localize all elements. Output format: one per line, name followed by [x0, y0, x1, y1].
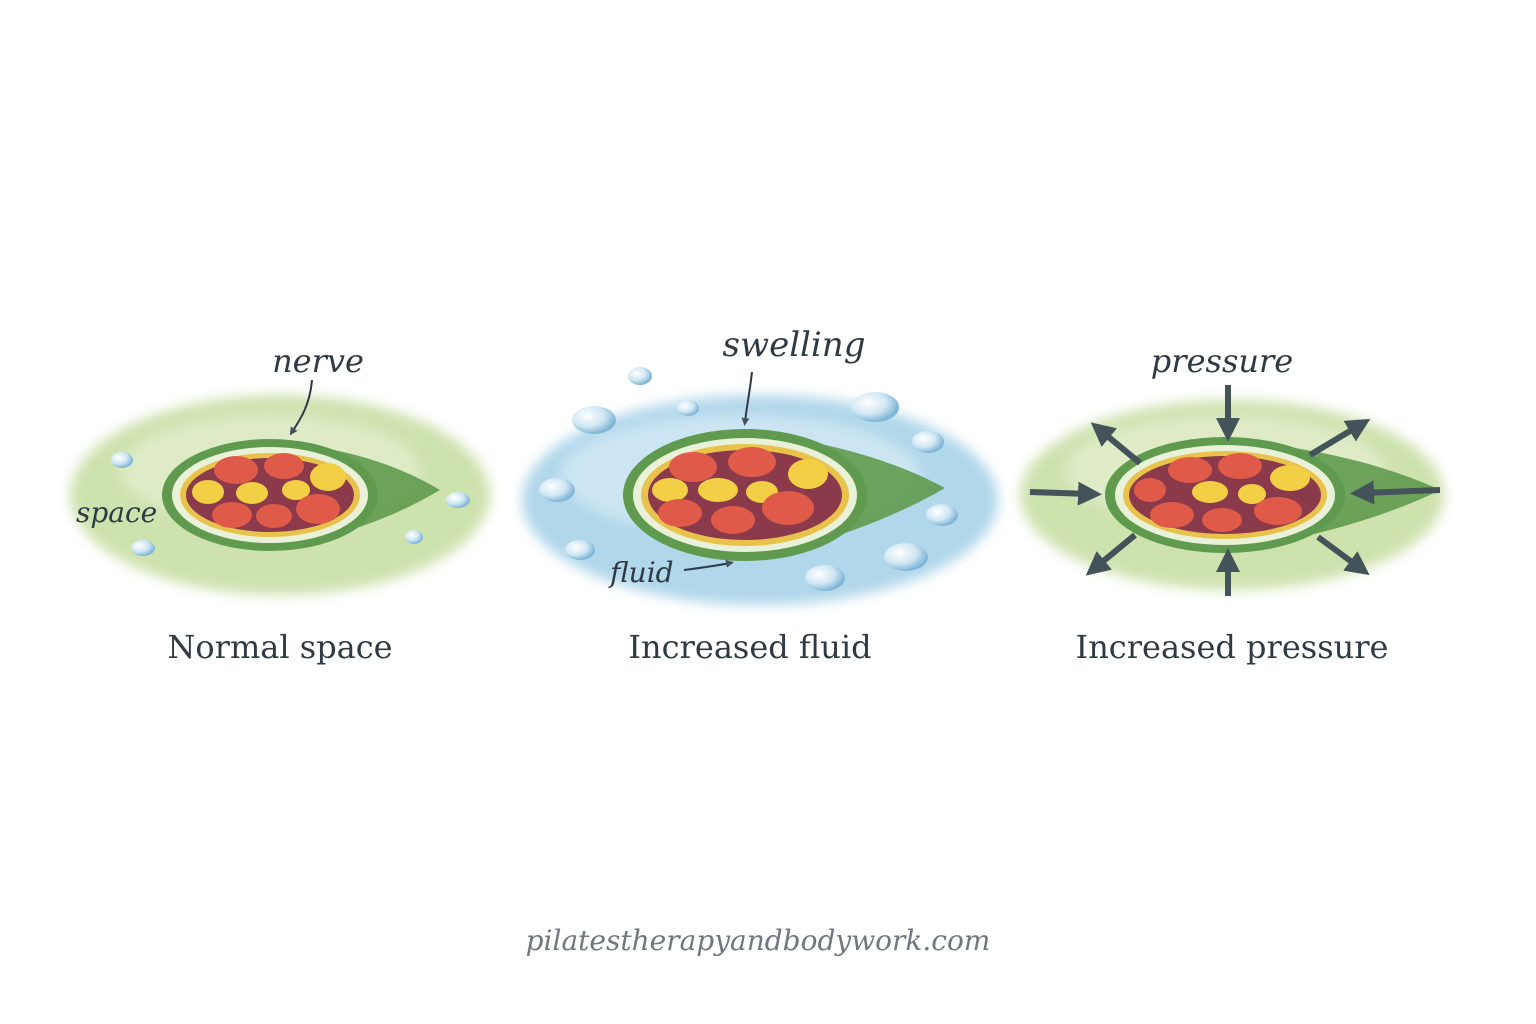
fluid-pointer-arrow [683, 559, 734, 571]
fascicle [192, 480, 224, 504]
fascicle [669, 452, 717, 482]
fluid-bubble [111, 452, 133, 468]
fluid-bubble [565, 540, 595, 560]
swelling-pointer-arrow [741, 371, 753, 426]
fascicle [256, 504, 292, 528]
pressure-arrow-upper-right [1308, 418, 1371, 458]
fluid-bubble [628, 367, 652, 385]
fascicle [788, 459, 828, 489]
fascicle [1238, 484, 1266, 504]
pressure-arrow-left [1029, 481, 1102, 506]
fluid-bubble [572, 406, 616, 434]
caption-increased-fluid: Increased fluid [628, 628, 871, 666]
label-space: space [76, 496, 157, 529]
caption-increased-pressure: Increased pressure [1076, 628, 1389, 666]
nerve-pointer-arrow [289, 379, 313, 436]
caption-normal-space: Normal space [167, 628, 392, 666]
label-nerve: nerve [272, 342, 364, 380]
fluid-bubble [405, 530, 423, 544]
fluid-bubble [851, 392, 899, 422]
fascicle [1254, 497, 1302, 525]
fascicle [1150, 502, 1194, 528]
fascicle [711, 506, 755, 534]
fluid-bubble [131, 540, 155, 556]
fascicle [1202, 508, 1242, 532]
fascicle [1168, 457, 1212, 483]
fascicle [728, 447, 776, 477]
nerve-cross-section [162, 439, 378, 551]
fascicle [652, 478, 688, 502]
fluid-bubble [926, 504, 958, 526]
panel-normal-space: nerve space Normal space [70, 342, 490, 666]
pressure-arrows [1029, 385, 1441, 596]
fascicle [1218, 453, 1262, 479]
fascicle [264, 453, 304, 479]
fluid-bubble [912, 431, 944, 453]
panel-increased-fluid: swelling fluid Increased fluid [522, 325, 998, 666]
pressure-arrow-right [1350, 480, 1441, 505]
fluid-bubble [805, 565, 845, 591]
nerve-cross-section [623, 429, 867, 561]
label-pressure: pressure [1151, 342, 1293, 380]
fascicle [658, 499, 702, 527]
fascicle [762, 491, 814, 525]
fascicle [310, 463, 346, 491]
fluid-bubble [677, 400, 699, 416]
fascicle [698, 478, 738, 502]
fascicle [282, 480, 310, 500]
panel-increased-pressure: pressure Increased pressure [1020, 342, 1444, 666]
fascicle [1192, 481, 1228, 503]
label-swelling: swelling [723, 325, 866, 365]
fascicle [214, 456, 258, 484]
fascicle [236, 482, 268, 504]
fluid-bubble [539, 478, 575, 502]
pressure-arrow-lower-left [1085, 532, 1137, 576]
fascicle [212, 502, 252, 528]
fluid-bubble [884, 543, 928, 571]
fascicle [1134, 478, 1166, 502]
fascicle [1270, 465, 1310, 491]
nerve-cross-section [1105, 437, 1345, 553]
fascicle [296, 494, 340, 524]
pressure-arrow-upper-left [1090, 422, 1142, 466]
fluid-bubble [446, 492, 470, 508]
label-fluid: fluid [608, 556, 674, 589]
footer-website: pilatestherapyandbodywork.com [526, 924, 991, 957]
pressure-arrow-lower-right [1316, 534, 1370, 576]
